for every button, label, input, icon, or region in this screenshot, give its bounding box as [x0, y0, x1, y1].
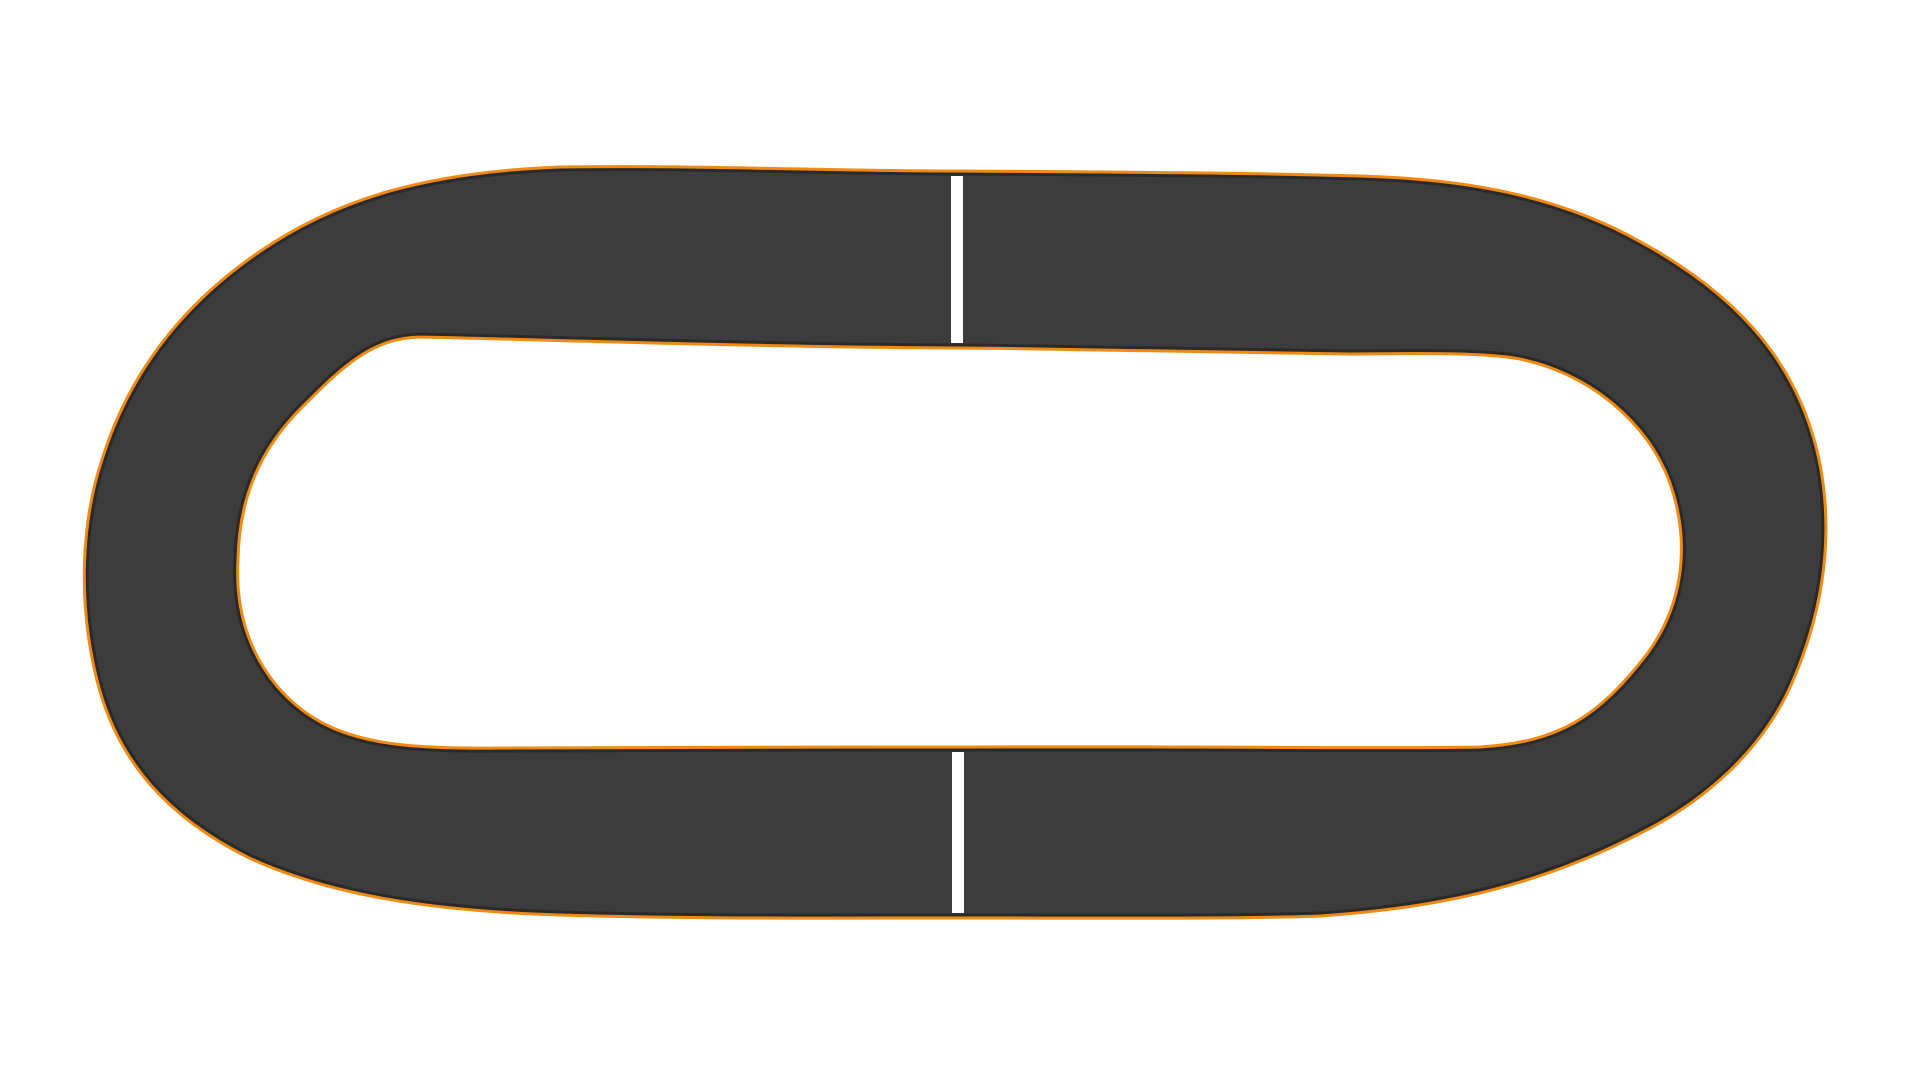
top-start-line	[951, 176, 963, 343]
track-inner-edge	[230, 329, 1689, 756]
bottom-start-line	[952, 752, 964, 913]
